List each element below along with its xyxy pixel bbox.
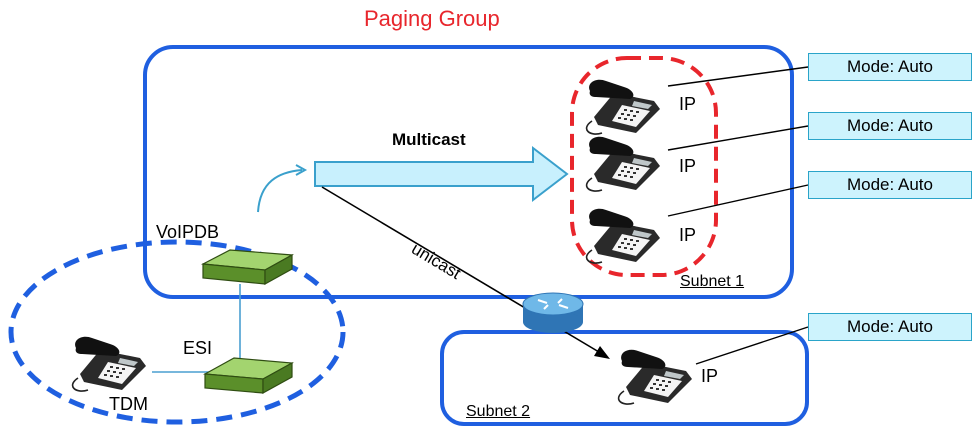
mode-connector xyxy=(667,184,809,217)
ip-phone-label: IP xyxy=(679,156,697,176)
multicast-label: Multicast xyxy=(392,130,466,149)
local-site-ellipse xyxy=(8,239,346,425)
tdm-label: TDM xyxy=(109,394,148,414)
esi-unit-icon xyxy=(202,357,295,395)
esi-label: ESI xyxy=(183,338,213,358)
ip-phone-label: IP xyxy=(679,225,697,245)
mode-box: Mode: Auto xyxy=(808,112,972,140)
mode-box: Mode: Auto xyxy=(808,53,972,81)
mode-connector xyxy=(667,125,809,151)
mode-connector xyxy=(695,326,809,365)
voipdb-unit-icon xyxy=(200,249,295,286)
ip-phone-icon xyxy=(585,78,661,135)
subnet2-label: Subnet 2 xyxy=(466,403,531,420)
ip-phone-label: IP xyxy=(679,94,697,114)
mode-connector xyxy=(667,66,809,87)
subnet2-boundary xyxy=(440,330,809,426)
multicast-arrow xyxy=(314,145,569,203)
voipdb-label: VoIPDB xyxy=(156,222,220,242)
subnet1-label: Subnet 1 xyxy=(680,273,745,290)
diagram-title: Paging Group xyxy=(364,6,500,31)
subnet1-boundary xyxy=(143,45,794,299)
ip-phone-label: IP xyxy=(701,366,719,386)
router-icon xyxy=(522,292,584,333)
ip-phone-icon xyxy=(617,348,693,405)
ip-phone-icon xyxy=(585,207,661,264)
mode-box: Mode: Auto xyxy=(808,313,972,341)
mode-box: Mode: Auto xyxy=(808,171,972,199)
tdm-phone-icon xyxy=(71,335,147,392)
paging-group-boundary xyxy=(570,56,718,277)
ip-phone-icon xyxy=(585,135,661,192)
curve-arrow xyxy=(257,169,303,213)
